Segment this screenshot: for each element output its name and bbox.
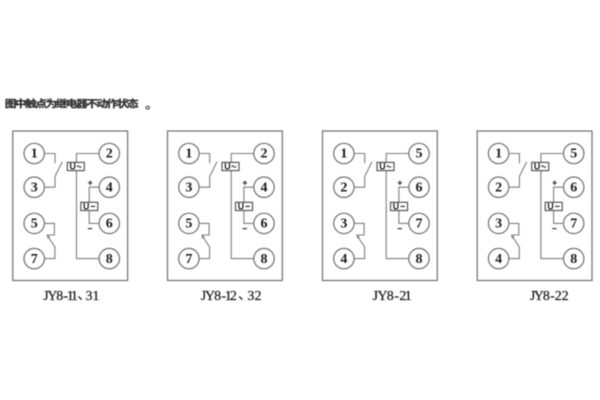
svg-text:3: 3 bbox=[31, 180, 38, 195]
svg-text:1: 1 bbox=[185, 147, 192, 162]
svg-text:6: 6 bbox=[106, 217, 113, 232]
svg-text:U: U bbox=[70, 162, 76, 172]
svg-text:6: 6 bbox=[261, 217, 268, 232]
svg-text:3: 3 bbox=[495, 217, 502, 232]
svg-text:5: 5 bbox=[185, 217, 192, 232]
svg-text:Y: Y bbox=[377, 289, 387, 304]
svg-text:1: 1 bbox=[405, 289, 412, 304]
svg-text:2: 2 bbox=[495, 180, 502, 195]
svg-text:U: U bbox=[393, 202, 399, 212]
svg-text:J: J bbox=[43, 289, 49, 304]
svg-text:1: 1 bbox=[67, 289, 74, 304]
svg-text:-: - bbox=[63, 289, 68, 304]
svg-text:7: 7 bbox=[416, 217, 423, 232]
svg-text:-: - bbox=[550, 289, 555, 304]
svg-text:4: 4 bbox=[495, 252, 502, 267]
svg-text:U: U bbox=[83, 202, 89, 212]
svg-text:2: 2 bbox=[340, 180, 347, 195]
svg-text:4: 4 bbox=[106, 180, 113, 195]
svg-text:-: - bbox=[394, 289, 399, 304]
svg-text:2: 2 bbox=[106, 147, 113, 162]
svg-text:8: 8 bbox=[214, 289, 221, 304]
svg-text:J: J bbox=[373, 289, 379, 304]
svg-text:8: 8 bbox=[543, 289, 550, 304]
svg-text:8: 8 bbox=[106, 252, 113, 267]
svg-text:U: U bbox=[534, 162, 540, 172]
svg-text:6: 6 bbox=[416, 180, 423, 195]
svg-text:Y: Y bbox=[47, 289, 57, 304]
svg-text:U: U bbox=[224, 162, 230, 172]
svg-text:8: 8 bbox=[56, 289, 63, 304]
svg-text:-: - bbox=[221, 289, 226, 304]
svg-text:2: 2 bbox=[555, 289, 562, 304]
svg-text:4: 4 bbox=[340, 252, 347, 267]
svg-text:J: J bbox=[201, 289, 207, 304]
svg-text:Y: Y bbox=[534, 289, 544, 304]
svg-text:U: U bbox=[547, 202, 553, 212]
svg-text:8: 8 bbox=[261, 252, 268, 267]
svg-text:2: 2 bbox=[255, 289, 262, 304]
svg-text:6: 6 bbox=[570, 180, 577, 195]
svg-text:5: 5 bbox=[570, 147, 577, 162]
svg-text:7: 7 bbox=[31, 252, 38, 267]
svg-text:1: 1 bbox=[225, 289, 232, 304]
svg-text:U: U bbox=[238, 202, 244, 212]
svg-text:5: 5 bbox=[31, 217, 38, 232]
svg-text:2: 2 bbox=[399, 289, 406, 304]
svg-text:Y: Y bbox=[205, 289, 215, 304]
svg-text:8: 8 bbox=[570, 252, 577, 267]
svg-text:8: 8 bbox=[416, 252, 423, 267]
svg-text:U: U bbox=[379, 162, 385, 172]
svg-text:1: 1 bbox=[92, 289, 99, 304]
svg-text:3: 3 bbox=[340, 217, 347, 232]
svg-text:2: 2 bbox=[562, 289, 569, 304]
svg-text:2: 2 bbox=[261, 147, 268, 162]
svg-text:8: 8 bbox=[387, 289, 394, 304]
svg-text:J: J bbox=[530, 289, 536, 304]
svg-text:7: 7 bbox=[570, 217, 577, 232]
svg-text:3: 3 bbox=[247, 289, 254, 304]
svg-text:1: 1 bbox=[71, 289, 78, 304]
svg-text:3: 3 bbox=[185, 180, 192, 195]
svg-text:1: 1 bbox=[495, 147, 502, 162]
svg-text:1: 1 bbox=[340, 147, 347, 162]
svg-text:4: 4 bbox=[261, 180, 268, 195]
svg-text:7: 7 bbox=[185, 252, 192, 267]
svg-text:3: 3 bbox=[86, 289, 93, 304]
svg-text:5: 5 bbox=[416, 147, 423, 162]
svg-text:1: 1 bbox=[31, 147, 38, 162]
svg-text:2: 2 bbox=[230, 289, 237, 304]
